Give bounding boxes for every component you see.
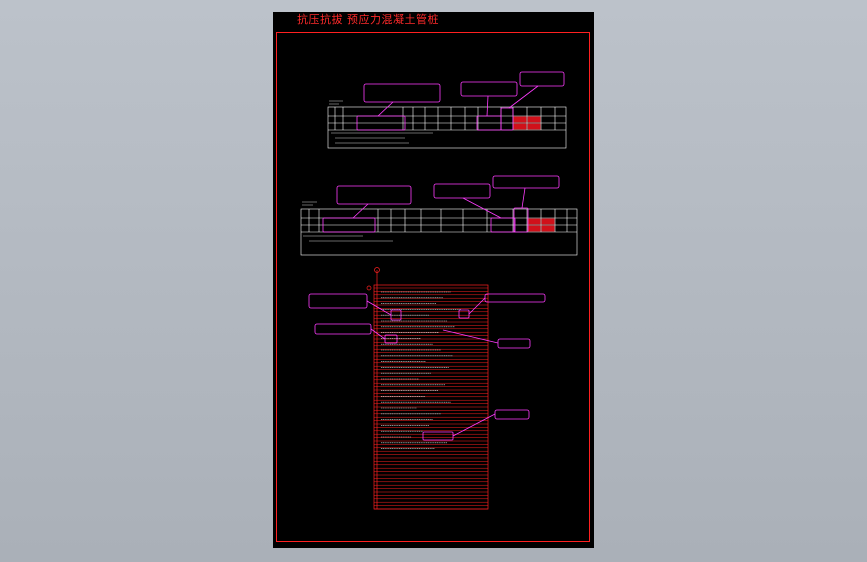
drawing-title: 抗压抗拔 预应力混凝土管桩 bbox=[297, 13, 439, 26]
table-1 bbox=[327, 71, 567, 149]
drawing-sheet: 抗压抗拔 预应力混凝土管桩 bbox=[273, 12, 594, 548]
table-2 bbox=[300, 175, 578, 256]
pile-stack-drawing bbox=[308, 267, 546, 510]
drawing-frame bbox=[276, 32, 590, 542]
